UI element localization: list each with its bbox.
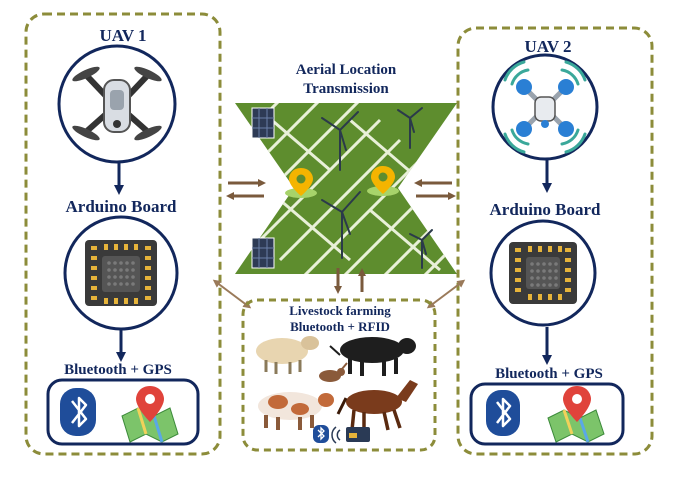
center-title-line1: Aerial Location	[296, 62, 397, 78]
bluetooth-icon	[60, 388, 96, 436]
uav2-field-arrows	[414, 179, 456, 200]
uav1-dashed-border	[24, 12, 222, 456]
horse-icon	[336, 380, 418, 431]
uav2-panel: UAV 2	[456, 26, 654, 456]
uav2-comm-label: Bluetooth + GPS	[495, 366, 603, 382]
uav1-panel: UAV 1 Arduino Board	[24, 12, 222, 456]
uav2-livestock-arrow	[426, 279, 466, 309]
uav2-title: UAV 2	[524, 37, 571, 56]
uav1-title: UAV 1	[99, 26, 146, 45]
uav2-board-label: Arduino Board	[490, 200, 602, 219]
bull-icon	[329, 337, 416, 376]
rabbit-icon	[319, 362, 348, 382]
arduino-board-icon	[63, 215, 179, 331]
uav1-field-arrows	[226, 179, 266, 200]
drone-signal-icon	[491, 53, 599, 161]
uav1-board-label: Arduino Board	[66, 197, 178, 216]
arduino-board-icon	[489, 219, 597, 327]
location-pin-icon	[285, 166, 399, 198]
drone-icon	[57, 44, 177, 164]
wind-turbine-icon	[321, 107, 433, 269]
gps-map-icon	[547, 386, 605, 443]
field-livestock-arrows	[334, 268, 366, 294]
uav1-livestock-arrow	[212, 279, 252, 309]
bluetooth-icon	[486, 390, 520, 436]
rfid-card-icon	[331, 426, 370, 444]
solar-panel-icon	[251, 107, 275, 269]
uav1-comm-label: Bluetooth + GPS	[64, 362, 172, 378]
livestock-title-line2: Bluetooth + RFID	[290, 319, 390, 334]
gps-map-icon	[121, 386, 179, 443]
bluetooth-icon	[313, 425, 329, 443]
livestock-panel: Livestock farming Bluetooth + RFID	[241, 298, 437, 452]
center-title-line2: Transmission	[303, 81, 389, 97]
cow-icon	[258, 392, 334, 430]
uav2-dashed-border	[456, 26, 654, 456]
livestock-title-line1: Livestock farming	[289, 303, 391, 318]
livestock-dashed-border	[241, 298, 437, 452]
sheep-icon	[256, 336, 319, 374]
